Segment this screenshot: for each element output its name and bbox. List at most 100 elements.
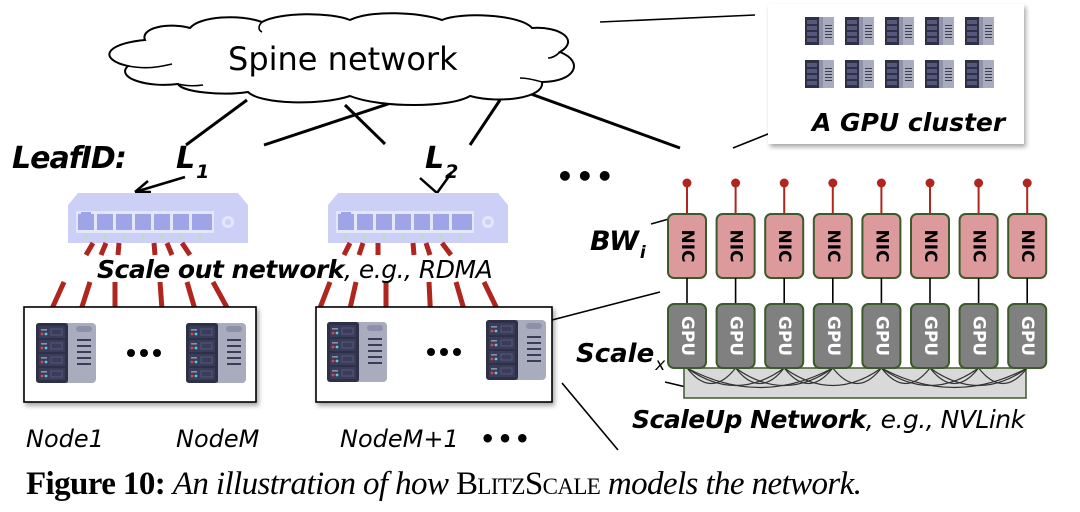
nic-label: NIC xyxy=(726,229,746,262)
nic-label: NIC xyxy=(677,229,697,262)
scale-out-link xyxy=(164,242,175,256)
leaf-switch-2 xyxy=(328,193,508,243)
scale-out-link xyxy=(151,242,158,256)
leaf-switch-1 xyxy=(68,193,248,243)
server-node-1 xyxy=(35,322,97,384)
cluster-server-icon xyxy=(805,17,834,45)
gpu-box xyxy=(910,303,950,369)
leaf-ellipsis: ••• xyxy=(556,160,616,193)
network-diagram: NIC GPU NIC GPU NIC GPU NIC GPU NIC GPU NIC GPU NIC G… xyxy=(23,4,1048,451)
scale-out-link xyxy=(410,242,417,256)
nvlink-arc xyxy=(783,367,834,384)
system-name: BlitzScale xyxy=(456,466,601,502)
nic-label: NIC xyxy=(920,229,940,262)
cluster-server-icon xyxy=(845,17,874,45)
nic-port-dot xyxy=(974,178,984,188)
scale-label: Scalex xyxy=(576,339,666,375)
server-node-m xyxy=(185,322,247,384)
leaf-id-label: LeafID: xyxy=(12,141,127,176)
cluster-server-icon xyxy=(965,60,994,88)
scale-out-link xyxy=(440,241,453,257)
gpu-box xyxy=(958,303,999,369)
nvlink-arc xyxy=(783,367,882,386)
scale-out-link xyxy=(423,242,433,256)
spine-network-cloud xyxy=(108,12,575,106)
cluster-server-icon xyxy=(965,17,994,45)
node-rack-2 xyxy=(315,306,553,403)
cluster-server-icon xyxy=(845,60,874,88)
scale-out-link xyxy=(83,241,96,257)
gpu-label: GPU xyxy=(1017,316,1037,356)
nic-label: NIC xyxy=(871,229,891,262)
gpu-label: GPU xyxy=(677,316,697,356)
cluster-server-icon xyxy=(925,17,954,45)
gpu-box xyxy=(715,303,756,369)
nic-port-dot xyxy=(682,178,692,188)
nic-port-dot xyxy=(731,178,741,188)
nic-gpu-columns: NIC GPU NIC GPU NIC GPU NIC GPU NIC GPU NIC GPU NIC G… xyxy=(667,178,1048,369)
node-rack-1 xyxy=(23,306,257,403)
cluster-server-icon xyxy=(805,60,834,88)
cluster-server-icon xyxy=(885,60,914,88)
bandwidth-label: BWi xyxy=(590,226,646,263)
nvlink-arc xyxy=(929,367,980,384)
gpu-label: GPU xyxy=(823,316,843,356)
gpu-label: GPU xyxy=(969,316,989,356)
leaf-arrows xyxy=(134,171,454,194)
figure-number: Figure 10: xyxy=(26,466,166,502)
server-node-m1 xyxy=(326,321,388,383)
nic-label: NIC xyxy=(823,229,843,262)
scale-out-link xyxy=(98,242,109,256)
gpu-box xyxy=(667,303,707,369)
nic-label: NIC xyxy=(1017,229,1037,262)
nic-port-dot xyxy=(828,178,838,188)
node-label-m1: NodeM+1 xyxy=(340,425,459,453)
cluster-server-icon xyxy=(885,17,914,45)
nvlink-arc xyxy=(686,367,737,384)
cluster-server-icon xyxy=(925,60,954,88)
nvlink-arc xyxy=(832,367,882,384)
caption-text: An illustration of how BlitzScale models… xyxy=(172,466,862,502)
scale-out-link xyxy=(115,242,122,256)
gpu-label: GPU xyxy=(920,316,940,356)
scale-out-links xyxy=(47,241,502,324)
nic-port-dot xyxy=(1022,178,1032,188)
rack-ellipsis-2 xyxy=(427,348,461,356)
node-ellipsis: ••• xyxy=(480,425,533,453)
gpu-box xyxy=(1007,303,1048,369)
scale-out-network-label: Scale out network, e.g., RDMA xyxy=(97,255,493,284)
gpu-label: GPU xyxy=(871,316,891,356)
gpu-cluster-box xyxy=(768,4,1024,144)
nic-port-dot xyxy=(876,178,886,188)
rack-ellipsis-1 xyxy=(127,349,161,357)
nic-label: NIC xyxy=(969,229,989,262)
spine-links xyxy=(185,88,681,150)
nvlink-arc xyxy=(735,367,785,384)
cluster-callout-lines xyxy=(599,14,774,149)
gpu-label: GPU xyxy=(774,316,794,356)
nvlink-arc xyxy=(881,367,1028,388)
gpu-cluster-label: A GPU cluster xyxy=(812,108,1006,137)
gpu-box xyxy=(812,303,853,369)
nic-label: NIC xyxy=(774,229,794,262)
leaf-label-1: L1 xyxy=(176,141,210,183)
scale-out-link xyxy=(179,241,193,257)
figure-caption: Figure 10: An illustration of how BlitzS… xyxy=(26,466,862,503)
scale-out-link xyxy=(356,242,366,256)
leaf-label-2: L2 xyxy=(425,141,459,183)
nic-port-dot xyxy=(779,178,789,188)
server-node-highlight xyxy=(485,319,547,381)
nic-port-dot xyxy=(925,178,935,188)
scaleup-network-label: ScaleUp Network, e.g., NVLink xyxy=(632,405,1025,434)
node-label-1: Node1 xyxy=(26,425,104,453)
gpu-label: GPU xyxy=(726,316,746,356)
nvlink-arc xyxy=(978,367,1028,384)
nvlink-arc xyxy=(880,367,931,384)
gpu-box xyxy=(861,303,902,369)
node-label-m: NodeM xyxy=(176,425,260,453)
gpu-box xyxy=(764,303,805,369)
nvlink-network xyxy=(683,367,1028,399)
scale-out-link xyxy=(341,241,353,257)
spine-network-label: Spine network xyxy=(228,40,458,78)
nvlink-arc xyxy=(686,367,834,388)
